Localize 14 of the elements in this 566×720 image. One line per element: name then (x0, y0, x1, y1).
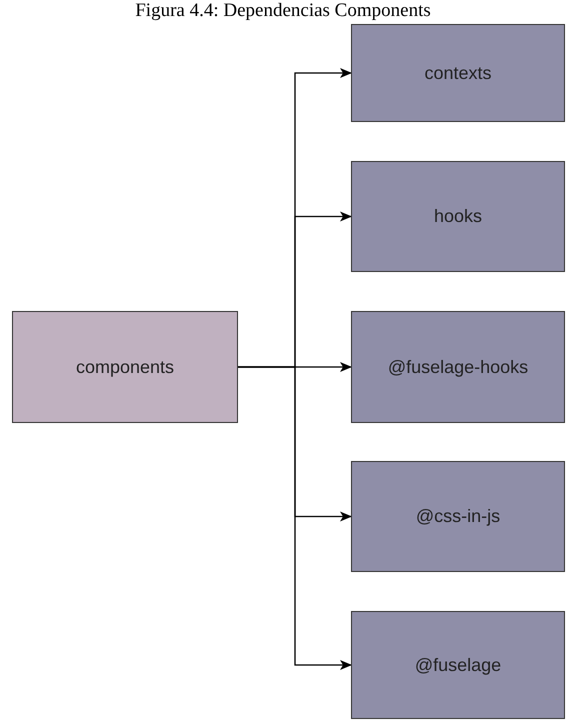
module-name: @css-in-js (416, 505, 500, 528)
arrow (238, 366, 352, 670)
figure-title: Figura 4.4: Dependencias Components (134, 0, 432, 22)
module-box (351, 461, 565, 572)
module-name: hooks (434, 205, 482, 228)
module-box (351, 161, 565, 272)
module-box (12, 311, 238, 423)
module-name: @fuselage (414, 654, 502, 677)
module-name: components (76, 356, 174, 379)
module-box (351, 311, 565, 423)
module-name: contexts (424, 62, 492, 84)
module-name: @fuselage-hooks (388, 356, 528, 379)
module-box (351, 611, 565, 719)
module-box (351, 24, 565, 122)
